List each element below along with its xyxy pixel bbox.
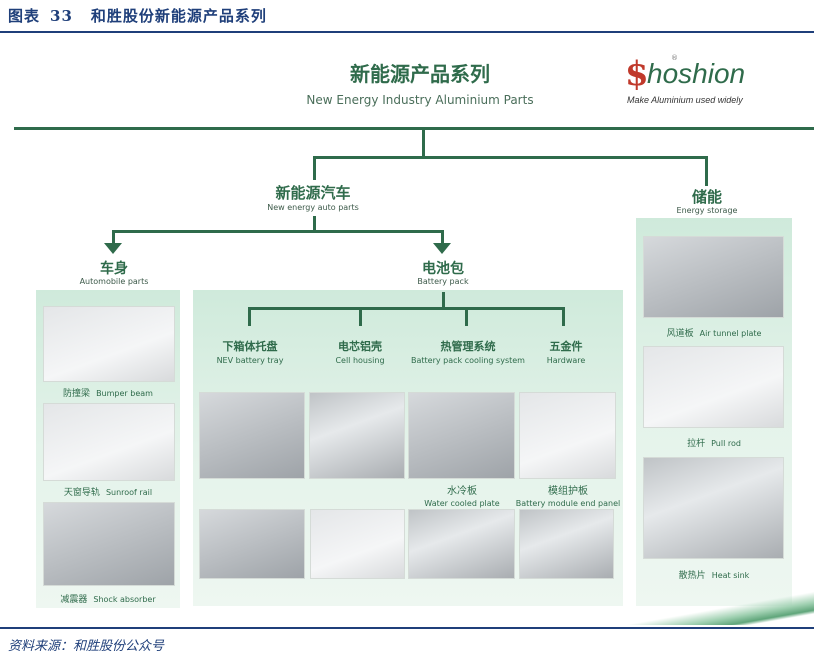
- pull-rod-image: [643, 346, 784, 428]
- diagram-title-en: New Energy Industry Aluminium Parts: [306, 93, 534, 107]
- shock-absorber-image: [43, 502, 175, 586]
- connector-level3: [248, 307, 565, 310]
- figure-label: 图表: [8, 7, 41, 25]
- battery-tray-image-1: [199, 392, 305, 479]
- node-storage-en: Energy storage: [676, 206, 738, 215]
- module-end-panel-image: [519, 392, 616, 479]
- decorative-swoosh: [620, 585, 814, 625]
- node-body-en: Automobile parts: [79, 277, 149, 286]
- figure-title-text: 和胜股份新能源产品系列: [90, 7, 267, 25]
- cell-housing-image-2: [310, 509, 405, 579]
- logo-text: hoshion: [647, 58, 746, 89]
- air-tunnel-plate-image: [643, 236, 784, 318]
- sunroof-rail-image: [43, 403, 175, 481]
- connector-body: [112, 230, 115, 244]
- node-nev-cn: 新能源汽车: [275, 184, 351, 202]
- connector-root: [422, 128, 425, 158]
- hardware-extrusion-image: [519, 509, 614, 579]
- source-rule: [0, 627, 814, 629]
- diagram-title-cn: 新能源产品系列: [350, 62, 490, 86]
- arrow-down-icon: [433, 243, 451, 254]
- logo-mark-icon: $: [625, 54, 649, 94]
- bumper-beam-image: [43, 306, 175, 382]
- water-cooled-plate-image: [408, 392, 515, 479]
- figure-title: 图表 33 和胜股份新能源产品系列: [8, 5, 267, 26]
- connector-level2: [112, 230, 444, 233]
- node-battery-en: Battery pack: [417, 277, 469, 286]
- cell-housing-image-1: [309, 392, 405, 479]
- connector-battery-down: [442, 292, 445, 308]
- shoshion-logo: $ hoshion ® Make Aluminium used widely: [625, 52, 765, 110]
- logo-tagline: Make Aluminium used widely: [627, 95, 743, 105]
- source-note: 资料来源：和胜股份公众号: [8, 639, 165, 654]
- arrow-down-icon: [104, 243, 122, 254]
- connector-hardware: [562, 307, 565, 326]
- node-storage-cn: 储能: [691, 188, 722, 206]
- cooling-extrusion-image: [408, 509, 515, 579]
- connector-storage: [705, 156, 708, 186]
- connector-nev-down: [313, 216, 316, 232]
- node-body-cn: 车身: [100, 261, 128, 277]
- connector-battery: [441, 230, 444, 244]
- connector-level1: [313, 156, 707, 159]
- registered-icon: ®: [671, 54, 678, 62]
- figure-number: 33: [50, 7, 73, 25]
- connector-cell: [359, 307, 362, 326]
- node-battery-cn: 电池包: [422, 261, 464, 277]
- battery-tray-image-2: [199, 509, 305, 579]
- connector-tray: [248, 307, 251, 326]
- title-rule: [0, 31, 814, 33]
- heat-sink-image: [643, 457, 784, 559]
- node-nev-en: New energy auto parts: [267, 203, 359, 212]
- connector-nev: [313, 156, 316, 180]
- header-divider-line: [14, 127, 814, 130]
- connector-thermal: [465, 307, 468, 326]
